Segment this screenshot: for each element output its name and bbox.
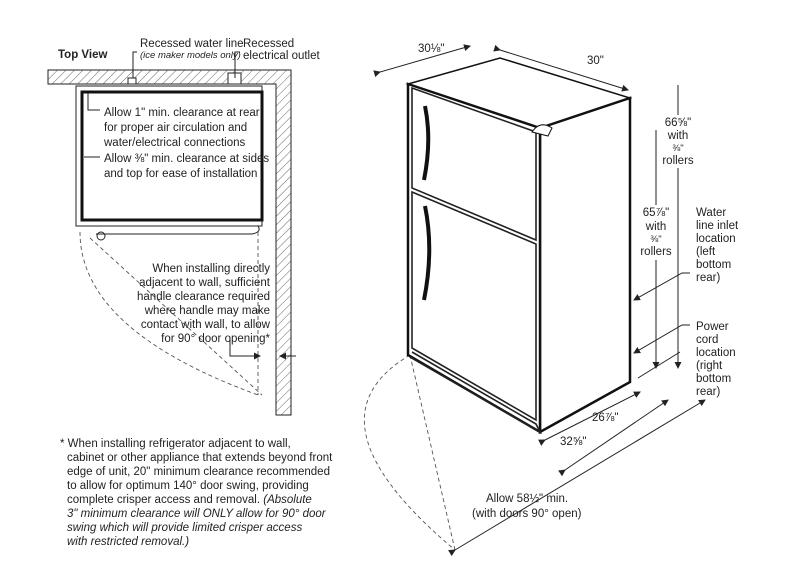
rear-clearance-2: for proper air circulation and [104, 122, 247, 134]
freezer-door [411, 86, 537, 242]
side-clearance-2: and top for ease of installation [104, 168, 257, 180]
power-cord-line: location [696, 347, 736, 359]
depth-bottom-dim-1: 26⅞" [592, 412, 618, 424]
outlet-label-2: electrical outlet [243, 50, 321, 62]
depth-top-dim: 30⅛" [418, 43, 444, 55]
footnote-line: swing which will provide limited crisper… [67, 522, 302, 534]
refrigerator-isometric [363, 57, 633, 551]
handle-note-3: handle clearance required [137, 291, 270, 303]
rear-clearance-1: Allow 1" min. clearance at rear [104, 107, 260, 119]
top-view-title: Top View [58, 49, 107, 61]
water-inlet-line: location [696, 233, 736, 245]
outlet-label-1: Recessed [243, 38, 294, 50]
footnote-line: * When installing refrigerator adjacent … [60, 438, 291, 450]
height1-dim: 66⅝" [665, 117, 691, 129]
water-inlet-callout: Water [696, 207, 726, 219]
top-view: Top View Recessed water line (ice maker … [47, 38, 321, 416]
door-swing-arc [79, 231, 259, 396]
height2-dim: 65⅞" [643, 207, 669, 219]
handle-note-2: adjacent to wall, sufficient [139, 277, 271, 289]
width-top-dim: 30" [587, 55, 604, 67]
footnote-line: 3" minimum clearance will ONLY allow for… [67, 508, 327, 520]
footnote-line: edge of unit, 20" minimum clearance reco… [67, 466, 330, 478]
handle-note-6: for 90° door opening* [161, 333, 270, 345]
power-cord-line: (right [696, 360, 723, 372]
height2-rollers: rollers [640, 246, 672, 258]
dimensions: 30⅛" 30" 66⅝" with ⅜" rollers 65⅞" with … [373, 43, 706, 557]
height2-with: with [645, 221, 666, 233]
power-cord-line: cord [696, 334, 718, 346]
hinge-cover [531, 124, 553, 137]
height1-roller: ⅜" [672, 143, 683, 154]
handle-note-1: When installing directly [152, 263, 270, 275]
power-cord-line: bottom [696, 373, 731, 385]
fridge-handle [422, 205, 432, 301]
footnote-line: with restricted removal.) [67, 536, 189, 548]
water-inlet-line: (left [696, 246, 716, 258]
handle [96, 231, 106, 241]
side-clearance-1: Allow ⅜" min. clearance at sides [104, 153, 269, 165]
height2-roller: ⅜" [650, 234, 661, 245]
water-line-sublabel: (ice maker models only) [140, 50, 241, 61]
footnote-line: to allow for optimum 140° door swing, pr… [67, 480, 309, 492]
door-open-note: (with doors 90° open) [472, 508, 582, 520]
depth-bottom-dim-2: 32⅝" [560, 436, 586, 448]
power-cord-callout: Power [696, 321, 729, 333]
refrigerator-top [80, 90, 264, 222]
freezer-handle [422, 105, 431, 181]
height1-with: with [667, 130, 688, 142]
footnote-line: complete crisper access and removal. [67, 494, 260, 506]
water-inlet-line: bottom [696, 259, 731, 271]
handle-note-5: contact with wall, to allow [141, 319, 271, 331]
handle-note-4: where handle may make [144, 305, 270, 317]
footnote-line: (Absolute [263, 494, 312, 506]
water-line-label: Recessed water line [140, 38, 244, 50]
door-top [78, 225, 260, 235]
water-line-box [127, 77, 137, 85]
rear-clearance-3: water/electrical connections [103, 137, 246, 149]
callouts: Water line inlet location (left bottom r… [633, 207, 739, 398]
height1-rollers: rollers [662, 155, 694, 167]
svg-text:complete crisper access and re: complete crisper access and removal. (Ab… [67, 494, 312, 506]
water-inlet-line: rear) [696, 272, 720, 284]
water-inlet-line: line inlet [696, 220, 739, 232]
door-swing-iso [363, 354, 456, 551]
footnote-line: cabinet or other appliance that extends … [67, 452, 333, 464]
power-cord-line: rear) [696, 386, 720, 398]
wall-hatch [47, 69, 292, 416]
door-open-dim: Allow 58½" min. [486, 493, 568, 505]
footnote: * When installing refrigerator adjacent … [60, 438, 333, 548]
